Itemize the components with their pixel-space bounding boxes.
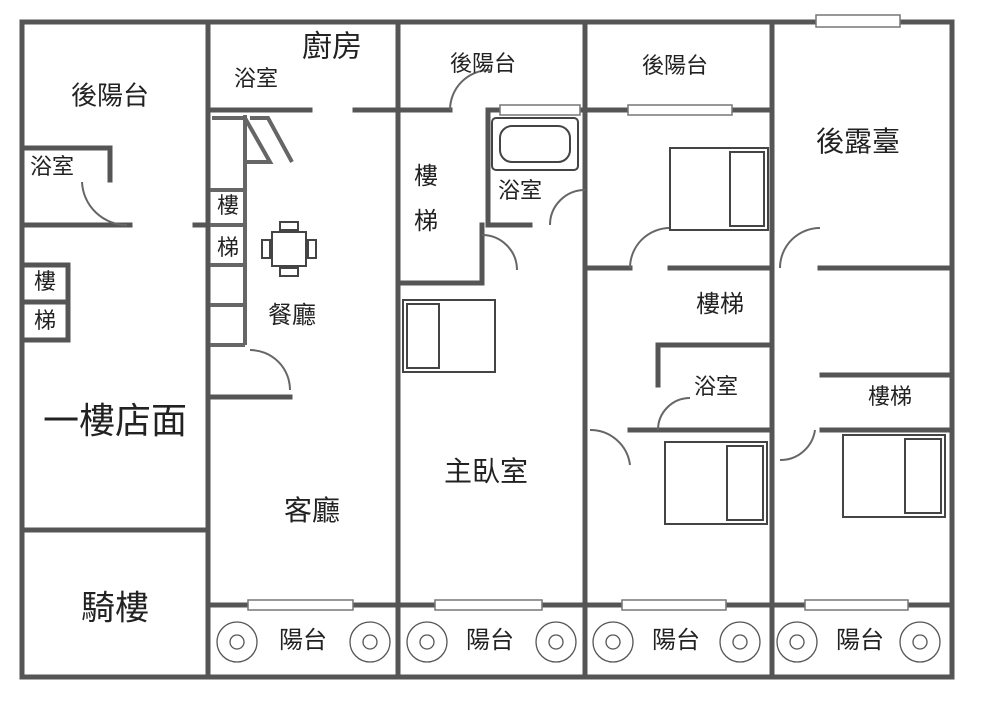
- label-c1-back-balcony: 後陽台: [71, 82, 149, 112]
- label-c3-stair-2: 梯: [414, 207, 438, 235]
- label-c3-back-balcony: 後陽台: [450, 52, 516, 77]
- label-c2-kitchen: 廚房: [302, 30, 362, 65]
- label-c1-stair-2: 梯: [34, 309, 56, 334]
- label-c1-stair-1: 樓: [34, 270, 56, 295]
- label-c5-balcony: 陽台: [836, 626, 884, 654]
- label-c2-dining: 餐廳: [268, 301, 316, 329]
- label-c1-bath: 浴室: [30, 155, 74, 180]
- label-c4-bath: 浴室: [694, 375, 738, 400]
- windows: [247, 14, 909, 611]
- flowers: [216, 621, 941, 663]
- label-c4-stair: 樓梯: [696, 290, 744, 318]
- label-c3-stair-1: 樓: [414, 162, 438, 190]
- dining-table: [261, 221, 317, 277]
- label-c3-master: 主臥室: [444, 455, 528, 488]
- label-c2-stair-2: 梯: [217, 236, 239, 261]
- doors: [81, 69, 821, 466]
- label-c5-stair: 樓梯: [868, 385, 912, 410]
- label-c3-bath: 浴室: [498, 179, 542, 204]
- label-c4-back-balcony: 後陽台: [642, 54, 708, 79]
- bathtub: [491, 117, 579, 171]
- label-c2-bath: 浴室: [234, 67, 278, 92]
- label-c2-living: 客廳: [284, 494, 340, 527]
- label-c2-balcony: 陽台: [279, 626, 327, 654]
- label-c1-shop: 一樓店面: [43, 401, 187, 442]
- label-c1-arcade: 騎樓: [81, 589, 149, 629]
- beds: [402, 147, 946, 525]
- room-labels: 後陽台 浴室 樓 梯 一樓店面 騎樓 廚房 浴室 樓 梯 餐廳 客廳 陽台 後陽…: [30, 30, 912, 655]
- label-c5-back-terrace: 後露臺: [816, 125, 900, 158]
- label-c3-balcony: 陽台: [466, 626, 514, 654]
- label-c2-stair-1: 樓: [217, 194, 239, 219]
- label-c4-balcony: 陽台: [652, 626, 700, 654]
